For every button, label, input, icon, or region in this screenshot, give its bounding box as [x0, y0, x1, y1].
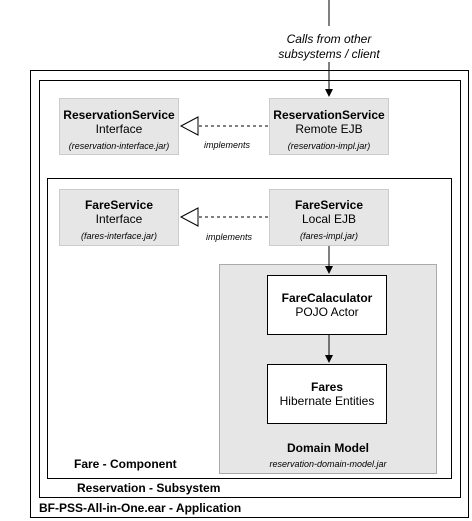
domain-model-jar: reservation-domain-model.jar: [269, 459, 387, 469]
box-subtitle: Interface: [95, 122, 143, 136]
external-calls-callout: Calls from other subsystems / client: [240, 32, 418, 62]
callout-line2: subsystems / client: [278, 47, 380, 61]
box-subtitle: Remote EJB: [295, 122, 363, 136]
implements-label-reservation: implements: [204, 140, 251, 150]
box-jar: (fares-impl.jar): [299, 231, 358, 241]
fare-service-local-ejb-box: FareService Local EJB (fares-impl.jar): [269, 189, 389, 246]
subsystem-label: Reservation - Subsystem: [77, 481, 221, 495]
box-title: ReservationService: [273, 108, 385, 122]
box-title: FareCalaculator: [281, 291, 373, 305]
reservation-service-remote-ejb-box: ReservationService Remote EJB (reservati…: [269, 98, 389, 155]
box-title: Fares: [310, 380, 344, 394]
component-label: Fare - Component: [74, 457, 177, 471]
reservation-service-interface-box: ReservationService Interface (reservatio…: [59, 98, 179, 155]
box-jar: (reservation-impl.jar): [287, 141, 371, 151]
callout-line1: Calls from other: [286, 32, 372, 46]
box-subtitle: Interface: [95, 212, 143, 226]
box-jar: (reservation-interface.jar): [68, 141, 170, 151]
box-title: ReservationService: [63, 108, 175, 122]
fare-service-interface-box: FareService Interface (fares-interface.j…: [59, 189, 179, 246]
box-subtitle: POJO Actor: [295, 305, 359, 319]
box-subtitle: Local EJB: [301, 212, 357, 226]
box-title: FareService: [84, 198, 154, 212]
box-title: FareService: [294, 198, 364, 212]
domain-model-title: Domain Model: [286, 441, 369, 455]
fares-entities-box: Fares Hibernate Entities: [267, 364, 387, 424]
fare-calculator-box: FareCalaculator POJO Actor: [267, 275, 387, 335]
implements-label-fare: implements: [206, 232, 253, 242]
box-jar: (fares-interface.jar): [80, 231, 158, 241]
application-label: BF-PSS-All-in-One.ear - Application: [39, 501, 242, 515]
box-subtitle: Hibernate Entities: [279, 394, 375, 408]
